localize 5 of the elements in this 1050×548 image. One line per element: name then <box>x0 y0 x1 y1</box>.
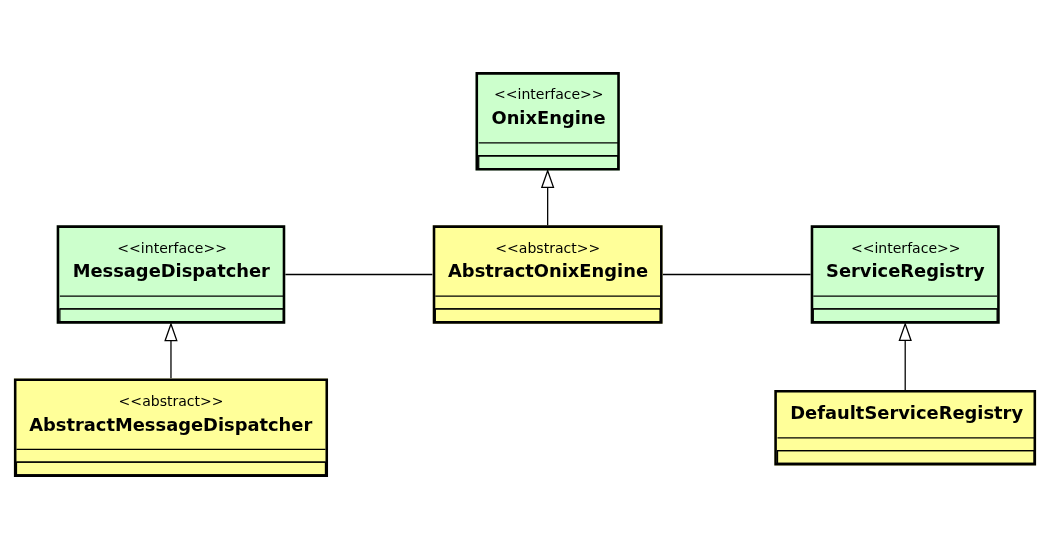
arrow <box>898 321 912 391</box>
connector <box>662 273 812 275</box>
arrow <box>164 321 178 379</box>
connector <box>284 273 434 275</box>
arrow <box>540 168 555 226</box>
